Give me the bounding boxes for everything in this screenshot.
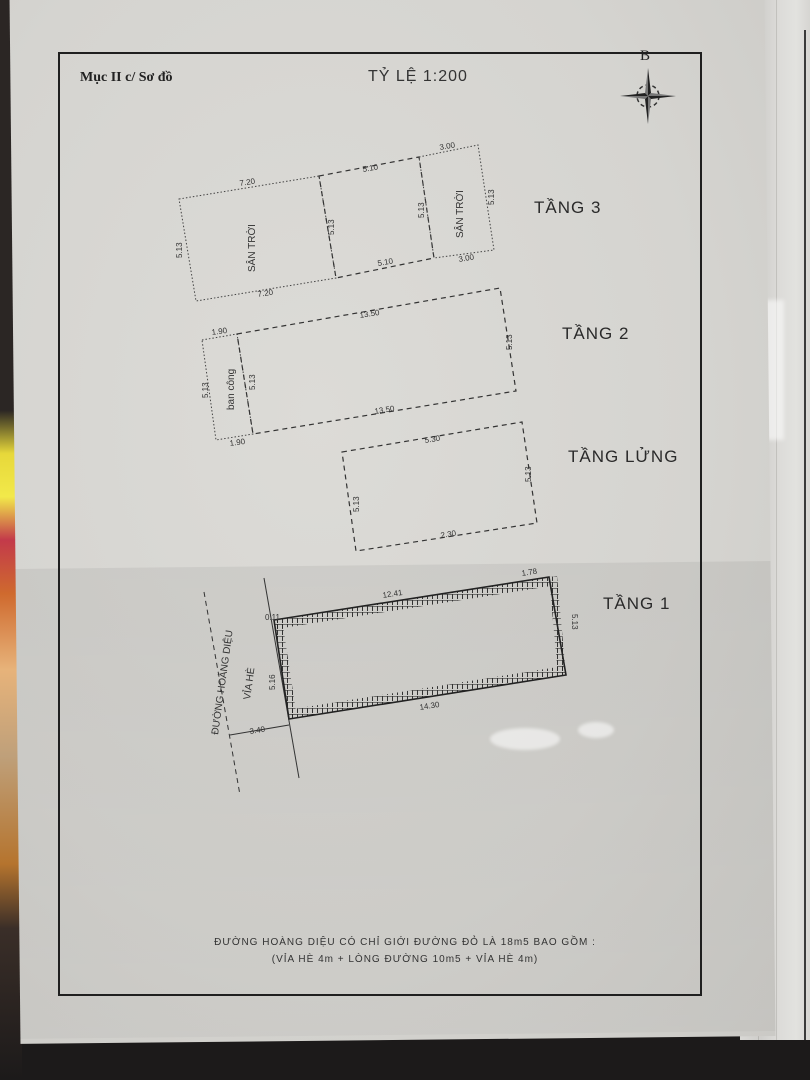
footnote-line-1: ĐƯỜNG HOÀNG DIỆU CÓ CHỈ GIỚI ĐƯỜNG ĐỎ LÀ…	[214, 937, 596, 948]
floor-label-mezzanine: TẦNG LỬNG	[568, 447, 679, 466]
floor-3-plan: 7.20 7.20 5.13 SÂN TRỜI 5.10 5.10 5.13 5…	[175, 140, 496, 302]
floor-mezzanine-plan: 5.30 2.30 5.13 5.13	[341, 421, 538, 552]
svg-text:5.13: 5.13	[352, 496, 361, 512]
svg-text:SÂN TRỜI: SÂN TRỜI	[453, 190, 466, 238]
svg-text:3.00: 3.00	[439, 140, 456, 152]
paper-stain	[490, 728, 560, 750]
street-edge-line	[203, 591, 241, 796]
svg-text:ĐƯỜNG HOÀNG DIỆU: ĐƯỜNG HOÀNG DIỆU	[208, 629, 236, 735]
svg-text:12.41: 12.41	[382, 588, 404, 600]
svg-text:5.13: 5.13	[248, 374, 257, 390]
svg-text:5.13: 5.13	[570, 614, 579, 630]
svg-text:SÂN TRỜI: SÂN TRỜI	[245, 224, 258, 272]
floor-label-3: TẦNG 3	[534, 198, 602, 217]
svg-text:5.13: 5.13	[417, 202, 426, 218]
svg-text:1.78: 1.78	[521, 567, 538, 578]
drawing-frame	[58, 52, 702, 996]
sheet-crease	[776, 0, 777, 1040]
sheet-edge	[804, 30, 806, 1040]
compass-rose-icon	[620, 68, 676, 124]
property-boundary-line	[263, 577, 300, 779]
svg-text:13.50: 13.50	[374, 404, 396, 416]
svg-text:5.13: 5.13	[487, 189, 496, 205]
svg-text:5.13: 5.13	[327, 219, 336, 235]
paper-stain	[578, 722, 614, 738]
svg-text:5.10: 5.10	[362, 162, 379, 174]
floor-1-plan: 0.11 12.41 1.78 14.30 5.16 5.13 3.40 ĐƯỜ…	[203, 567, 579, 796]
svg-text:5.10: 5.10	[377, 256, 394, 268]
section-label: Mục II c/ Sơ đồ	[80, 70, 173, 85]
svg-text:ban công: ban công	[226, 369, 237, 410]
svg-text:5.30: 5.30	[424, 434, 441, 445]
svg-text:5.13: 5.13	[505, 334, 514, 350]
svg-text:14.30: 14.30	[419, 700, 441, 712]
scale-label: TỶ LỆ 1:200	[368, 68, 468, 85]
svg-text:VỈA HÈ: VỈA HÈ	[240, 666, 257, 700]
svg-text:0.11: 0.11	[265, 613, 281, 622]
svg-text:1.90: 1.90	[229, 437, 246, 448]
footnote-line-2: (VỈA HÈ 4m + LÒNG ĐƯỜNG 10m5 + VỈA HÈ 4m…	[271, 954, 539, 965]
light-glare	[764, 300, 784, 440]
svg-text:5.13: 5.13	[524, 466, 533, 482]
floor-label-2: TẦNG 2	[562, 324, 630, 343]
svg-text:5.13: 5.13	[175, 242, 184, 258]
svg-text:3.40: 3.40	[249, 725, 266, 736]
svg-text:3.00: 3.00	[458, 252, 475, 264]
north-arrow: B	[618, 48, 678, 128]
svg-text:5.16: 5.16	[268, 674, 277, 690]
floor-2-plan: 1.90 1.90 5.13 5.13 ban công 13.50 13.50…	[201, 287, 517, 448]
svg-text:7.20: 7.20	[239, 177, 256, 188]
svg-text:7.20: 7.20	[257, 288, 274, 299]
svg-text:5.13: 5.13	[201, 382, 210, 398]
north-label: B	[640, 48, 651, 64]
svg-text:2.30: 2.30	[440, 529, 457, 540]
svg-text:1.90: 1.90	[211, 326, 228, 337]
floor-label-1: TẦNG 1	[603, 594, 671, 613]
svg-text:13.50: 13.50	[359, 308, 381, 320]
